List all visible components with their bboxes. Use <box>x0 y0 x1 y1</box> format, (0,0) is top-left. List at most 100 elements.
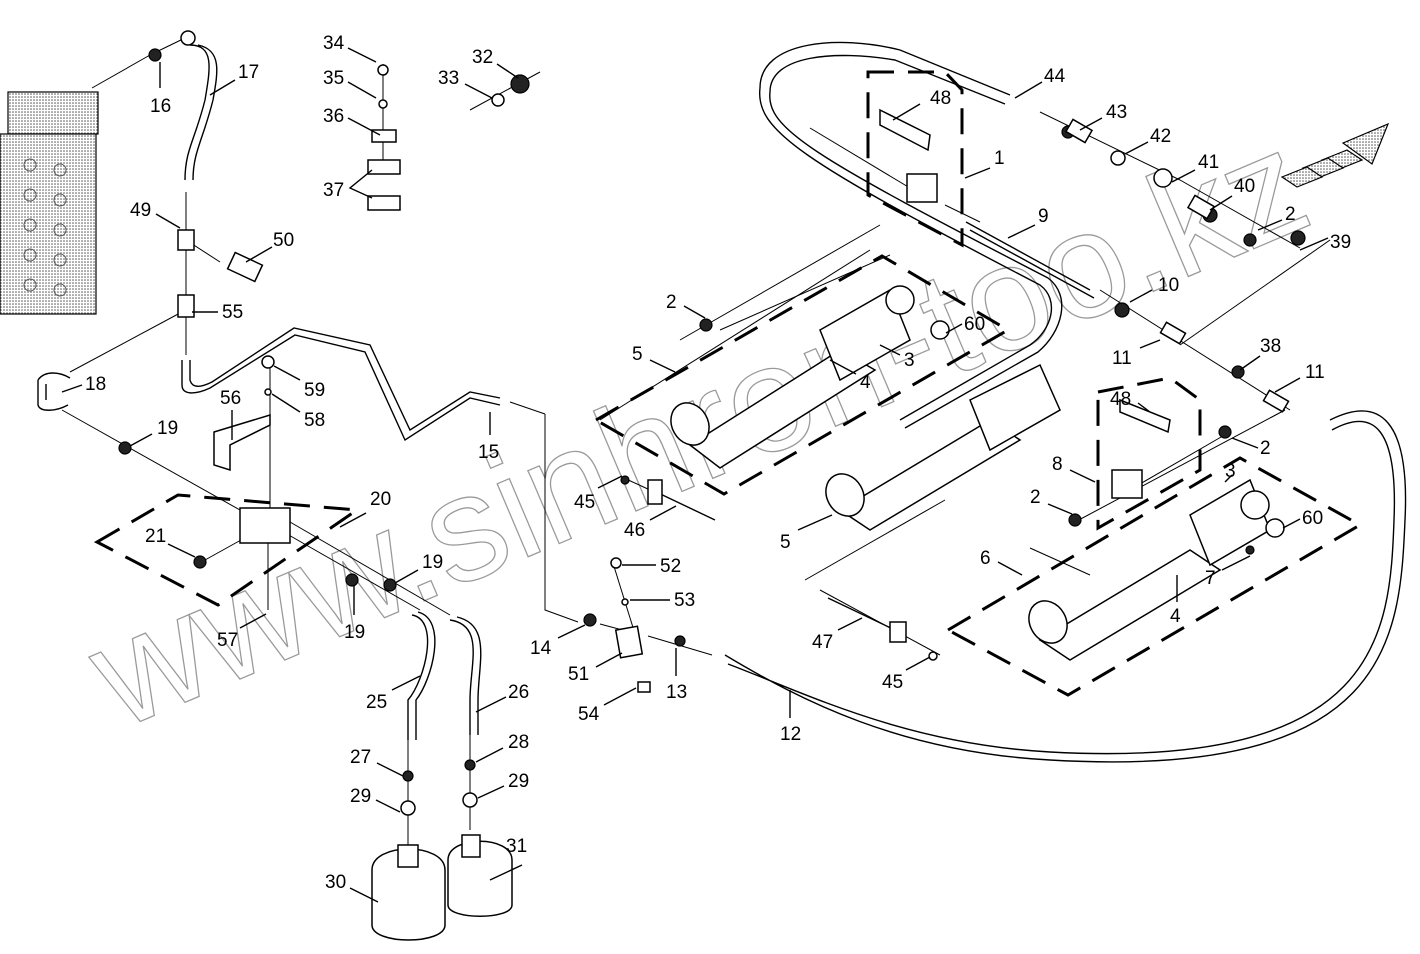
callout-2[interactable]: 2 <box>666 292 706 319</box>
callout-label: 38 <box>1260 336 1281 357</box>
callout-3[interactable]: 3 <box>1224 461 1236 483</box>
callout-label: 52 <box>660 556 681 577</box>
callout-17[interactable]: 17 <box>209 62 259 96</box>
callout-4[interactable]: 4 <box>1170 575 1181 627</box>
callout-55[interactable]: 55 <box>192 302 243 323</box>
callout-53[interactable]: 53 <box>630 590 695 611</box>
hydraulic-cylinder-upper <box>670 285 915 469</box>
callout-5[interactable]: 5 <box>780 514 833 553</box>
callout-label: 50 <box>273 230 294 251</box>
callout-39[interactable]: 39 <box>1299 232 1351 253</box>
callout-18[interactable]: 18 <box>61 374 106 395</box>
callout-54[interactable]: 54 <box>578 687 637 725</box>
callout-50[interactable]: 50 <box>245 230 294 263</box>
callout-6[interactable]: 6 <box>980 548 1023 576</box>
callout-31[interactable]: 31 <box>489 836 527 881</box>
callout-57[interactable]: 57 <box>217 613 267 651</box>
callout-label: 42 <box>1150 126 1171 147</box>
callout-label: 49 <box>130 200 151 221</box>
callout-59[interactable]: 59 <box>273 365 325 401</box>
callout-label: 11 <box>1112 348 1132 369</box>
callout-label: 55 <box>222 302 243 323</box>
callout-10[interactable]: 10 <box>1129 275 1179 303</box>
callout-label: 41 <box>1198 152 1219 173</box>
callout-32[interactable]: 32 <box>472 47 519 79</box>
callout-3[interactable]: 3 <box>879 344 915 371</box>
hoses-and-tubes <box>37 41 1407 763</box>
callout-label: 4 <box>1170 606 1181 627</box>
callout-label: 44 <box>1044 66 1066 87</box>
callout-48[interactable]: 48 <box>1110 389 1151 413</box>
callout-label: 20 <box>370 489 391 510</box>
callout-19[interactable]: 19 <box>129 418 178 447</box>
callout-19[interactable]: 19 <box>344 585 365 643</box>
callout-45[interactable]: 45 <box>574 475 623 513</box>
callout-26[interactable]: 26 <box>475 682 529 713</box>
callout-label: 37 <box>323 180 344 201</box>
callout-20[interactable]: 20 <box>339 489 391 528</box>
callout-14[interactable]: 14 <box>530 624 586 659</box>
callout-19[interactable]: 19 <box>394 552 443 584</box>
callout-44[interactable]: 44 <box>1014 66 1066 99</box>
callout-34[interactable]: 34 <box>323 33 377 63</box>
callout-52[interactable]: 52 <box>622 556 681 577</box>
callout-1[interactable]: 1 <box>964 148 1005 179</box>
callout-60[interactable]: 60 <box>945 314 985 335</box>
callout-11[interactable]: 11 <box>1112 339 1161 369</box>
accumulator-31 <box>447 834 513 917</box>
callout-label: 46 <box>624 520 645 541</box>
callout-45[interactable]: 45 <box>882 656 931 693</box>
callout-12[interactable]: 12 <box>780 690 801 745</box>
callout-label: 19 <box>157 418 178 439</box>
callout-48[interactable]: 48 <box>892 88 951 121</box>
callout-label: 34 <box>323 33 345 54</box>
callout-51[interactable]: 51 <box>568 652 623 685</box>
callout-4[interactable]: 4 <box>829 359 871 393</box>
callout-49[interactable]: 49 <box>130 200 181 229</box>
callout-label: 19 <box>344 622 365 643</box>
callout-13[interactable]: 13 <box>666 648 687 703</box>
callout-38[interactable]: 38 <box>1239 336 1281 371</box>
callout-label: 35 <box>323 68 344 89</box>
callout-2[interactable]: 2 <box>1231 437 1271 459</box>
callout-37[interactable]: 37 <box>323 169 373 201</box>
callout-46[interactable]: 46 <box>624 505 677 541</box>
callout-label: 36 <box>323 106 344 127</box>
callout-2[interactable]: 2 <box>1030 487 1073 515</box>
callout-47[interactable]: 47 <box>812 617 863 653</box>
callout-label: 21 <box>145 526 166 547</box>
callout-58[interactable]: 58 <box>271 393 325 431</box>
callout-28[interactable]: 28 <box>475 732 529 763</box>
callout-16[interactable]: 16 <box>150 62 171 117</box>
callout-36[interactable]: 36 <box>323 106 381 136</box>
callout-label: 45 <box>882 672 903 693</box>
callout-35[interactable]: 35 <box>323 68 377 99</box>
callout-label: 15 <box>478 442 499 463</box>
callout-11[interactable]: 11 <box>1274 362 1325 393</box>
callout-label: 27 <box>350 747 371 768</box>
callout-5[interactable]: 5 <box>632 344 676 373</box>
callout-33[interactable]: 33 <box>438 68 493 99</box>
callout-30[interactable]: 30 <box>325 872 379 903</box>
callout-29[interactable]: 29 <box>350 786 401 813</box>
callout-43[interactable]: 43 <box>1079 102 1127 131</box>
callout-27[interactable]: 27 <box>350 747 404 777</box>
callout-40[interactable]: 40 <box>1209 176 1255 211</box>
callout-label: 29 <box>350 786 371 807</box>
callout-label: 17 <box>238 62 259 83</box>
callout-42[interactable]: 42 <box>1124 126 1171 155</box>
callout-label: 58 <box>304 410 325 431</box>
callout-9[interactable]: 9 <box>1007 206 1049 239</box>
callout-21[interactable]: 21 <box>145 526 196 558</box>
callout-25[interactable]: 25 <box>366 675 421 713</box>
callout-41[interactable]: 41 <box>1171 152 1219 183</box>
callout-2[interactable]: 2 <box>1257 204 1296 231</box>
callout-8[interactable]: 8 <box>1052 454 1096 483</box>
callout-56[interactable]: 56 <box>220 388 241 440</box>
callout-60[interactable]: 60 <box>1282 508 1323 529</box>
callout-7[interactable]: 7 <box>1205 555 1251 589</box>
callout-label: 2 <box>1260 438 1271 459</box>
callout-15[interactable]: 15 <box>478 412 499 463</box>
callout-29[interactable]: 29 <box>477 771 529 799</box>
callout-label: 4 <box>860 372 871 393</box>
